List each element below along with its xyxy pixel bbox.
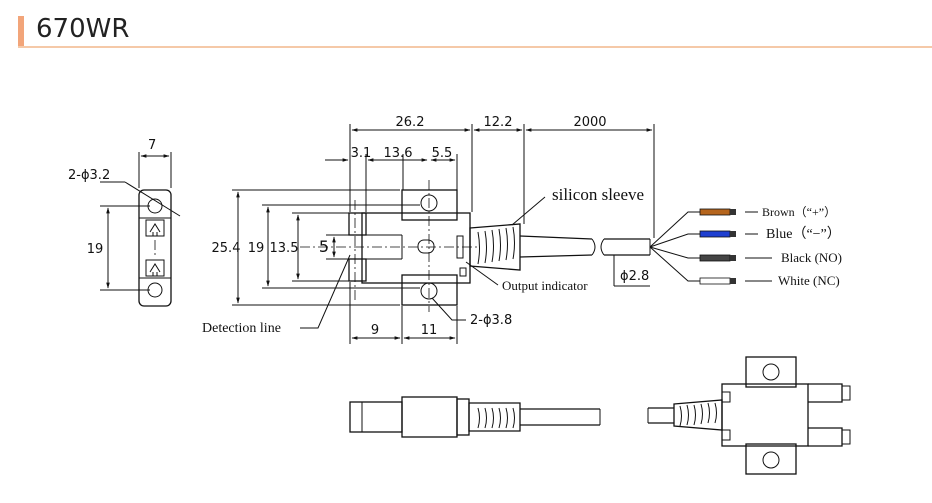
title-underline (18, 46, 932, 48)
dim-11: 11 (421, 323, 438, 338)
dim-hole-side: 2-ϕ3.2 (68, 168, 110, 183)
dim-13-5: 13.5 (270, 241, 299, 256)
front-view (232, 124, 700, 344)
wire-black: Black (NO) (699, 250, 842, 265)
dim-hole-front: 2-ϕ3.8 (470, 313, 512, 328)
dim-5-5: 5.5 (432, 146, 453, 161)
bottom-view (349, 396, 601, 438)
wire-brown-label: Brown（“+”） (762, 205, 836, 219)
dim-5: 5 (319, 237, 329, 256)
wire-white-label: White (NC) (778, 273, 840, 288)
page-title: 670WR (36, 14, 130, 44)
dim-sleeve-length: 12.2 (484, 115, 513, 130)
dim-19: 19 (248, 241, 265, 256)
label-detection-line: Detection line (202, 321, 281, 336)
dim-3-1: 3.1 (351, 146, 372, 161)
label-output-indicator: Output indicator (502, 278, 588, 293)
wire-white: White (NC) (699, 273, 840, 288)
dim-width-7: 7 (148, 138, 156, 153)
dim-9: 9 (371, 323, 379, 338)
dim-height-19: 19 (87, 242, 104, 257)
wire-list: Brown（“+”） Blue（“−”） Black (NO) White (N… (699, 205, 842, 288)
iso-view (647, 356, 851, 475)
dim-cable-dia: ϕ2.8 (620, 269, 649, 284)
wire-black-label: Black (NO) (781, 250, 842, 265)
title-accent-bar (18, 16, 24, 46)
dim-total-length: 26.2 (396, 115, 425, 130)
wire-blue-label: Blue（“−”） (766, 226, 841, 242)
wire-brown: Brown（“+”） (699, 205, 836, 219)
dim-13-6: 13.6 (384, 146, 413, 161)
dim-25-4: 25.4 (212, 241, 241, 256)
wire-blue: Blue（“−”） (699, 226, 841, 242)
dim-cable-length: 2000 (573, 115, 606, 130)
side-view (100, 152, 181, 307)
label-silicon-sleeve: silicon sleeve (552, 185, 644, 204)
